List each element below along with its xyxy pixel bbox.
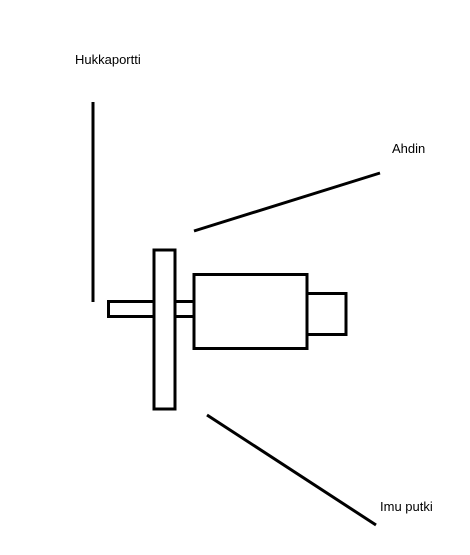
ahdin-leader-line xyxy=(193,171,381,233)
label-imu-putki: Imu putki xyxy=(380,499,433,514)
compressor-housing-rect xyxy=(192,273,309,350)
imu-putki-leader-line xyxy=(206,413,377,527)
label-ahdin: Ahdin xyxy=(392,141,426,156)
flange-plate-rect xyxy=(152,248,177,411)
outlet-block-rect xyxy=(305,292,348,336)
shaft-rect xyxy=(107,300,196,318)
label-hukkaportti: Hukkaportti xyxy=(75,52,141,67)
